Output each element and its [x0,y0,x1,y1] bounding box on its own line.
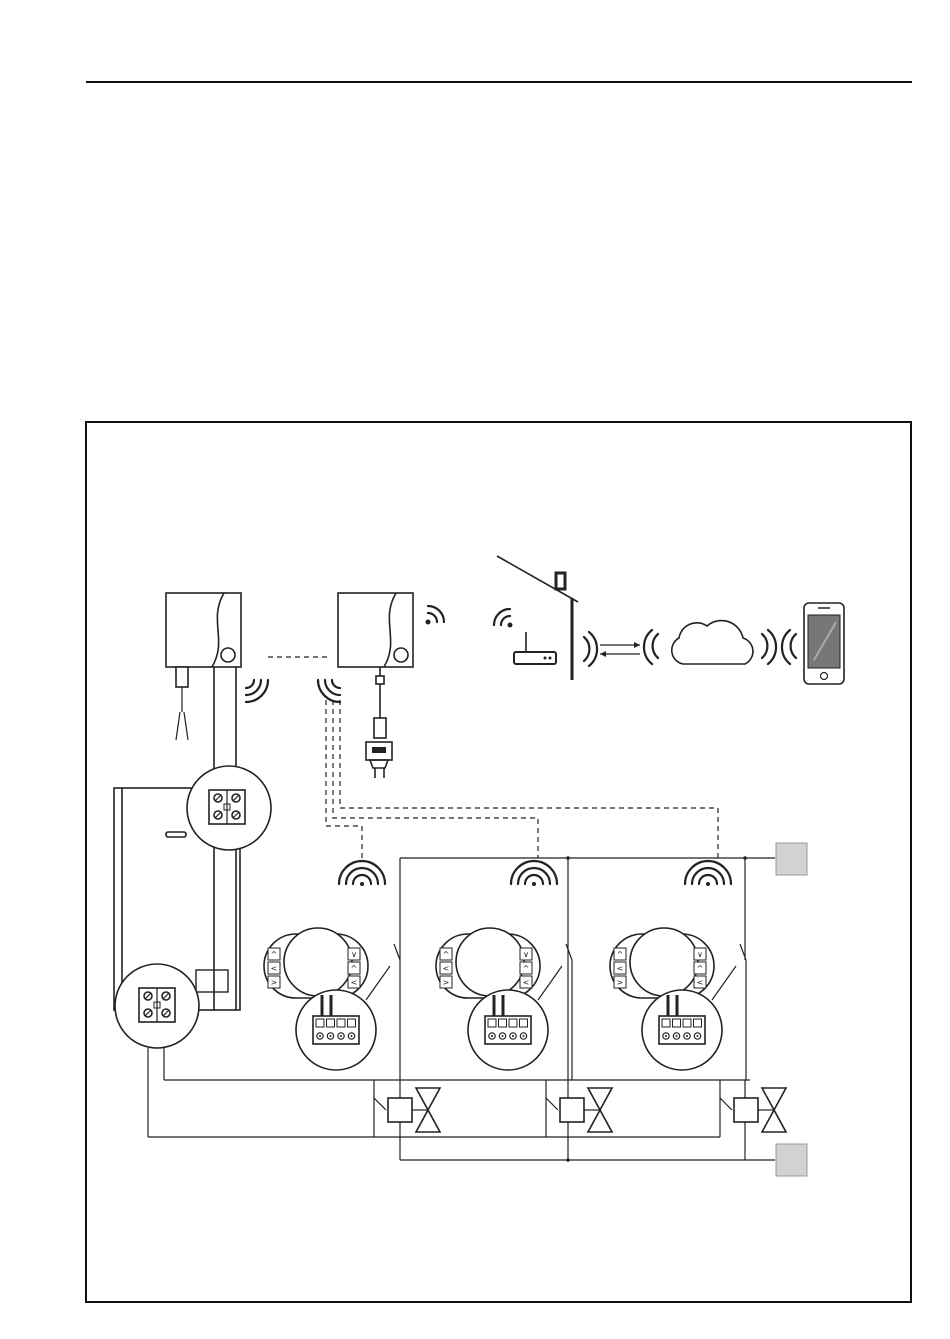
thermostat-button-glyph: < [351,978,358,987]
boiler-controller-wireless-icon [246,680,268,702]
thermostat-button-glyph: ^ [443,950,450,959]
zone-valve-icon [374,1080,440,1137]
room-thermostat-icon: ^ < > ∨ ^ < [436,928,540,998]
boiler-controller-unit [166,593,241,778]
boiler-terminal-block-lower [115,964,199,1137]
thermostat-button-glyph: < [271,964,278,973]
thermostat-button-glyph: ^ [617,950,624,959]
router-icon [494,609,556,664]
thermostat-button-glyph: ^ [271,950,278,959]
thermostat-button-glyph: ^ [523,964,530,973]
two-way-arrows-icon [600,642,640,657]
boiler-terminal-block-upper [187,766,271,850]
zone-wireless-icon [685,861,731,886]
gateway-wifi-icon [426,606,445,625]
smartphone-icon [782,603,844,684]
power-plug-icon [366,667,392,778]
zone-2: ^ < > ∨ ^ < [436,861,612,1137]
thermostat-button-glyph: ^ [697,964,704,973]
thermostat-button-glyph: > [443,978,450,987]
zone-wireless-icon [511,861,557,886]
zone-3: ^ < > ∨ ^ < [610,861,786,1137]
zone-valve-icon [546,1080,612,1137]
zone-valve-icon [720,1080,786,1137]
terminal-block-return [776,1144,807,1176]
thermostat-button-glyph: < [523,978,530,987]
thermostat-button-glyph: < [697,978,704,987]
thermostat-button-glyph: > [617,978,624,987]
thermostat-button-glyph: ^ [351,964,358,973]
thermostat-button-glyph: ∨ [351,950,357,959]
terminal-block-supply [776,843,807,875]
cloud-icon [644,621,776,664]
zones: ^ < > ∨ ^ < ^ < > ∨ ^ < ^ < > ∨ ^ < [264,861,786,1137]
room-thermostat-icon: ^ < > ∨ ^ < [610,928,714,998]
house-wireless-icon [584,632,597,666]
room-thermostat-icon: ^ < > ∨ ^ < [264,928,368,998]
thermostat-terminal-block [468,990,548,1070]
thermostat-button-glyph: ∨ [697,950,703,959]
zone-wireless-icon [339,861,385,886]
thermostat-button-glyph: ∨ [523,950,529,959]
thermostat-button-glyph: < [617,964,624,973]
thermostat-terminal-block [296,990,376,1070]
gateway-wireless-icon [318,680,340,702]
gateway-unit [338,593,413,667]
thermostat-terminal-block [642,990,722,1070]
thermostat-button-glyph: > [271,978,278,987]
zone-1: ^ < > ∨ ^ < [264,861,440,1137]
thermostat-button-glyph: < [443,964,450,973]
